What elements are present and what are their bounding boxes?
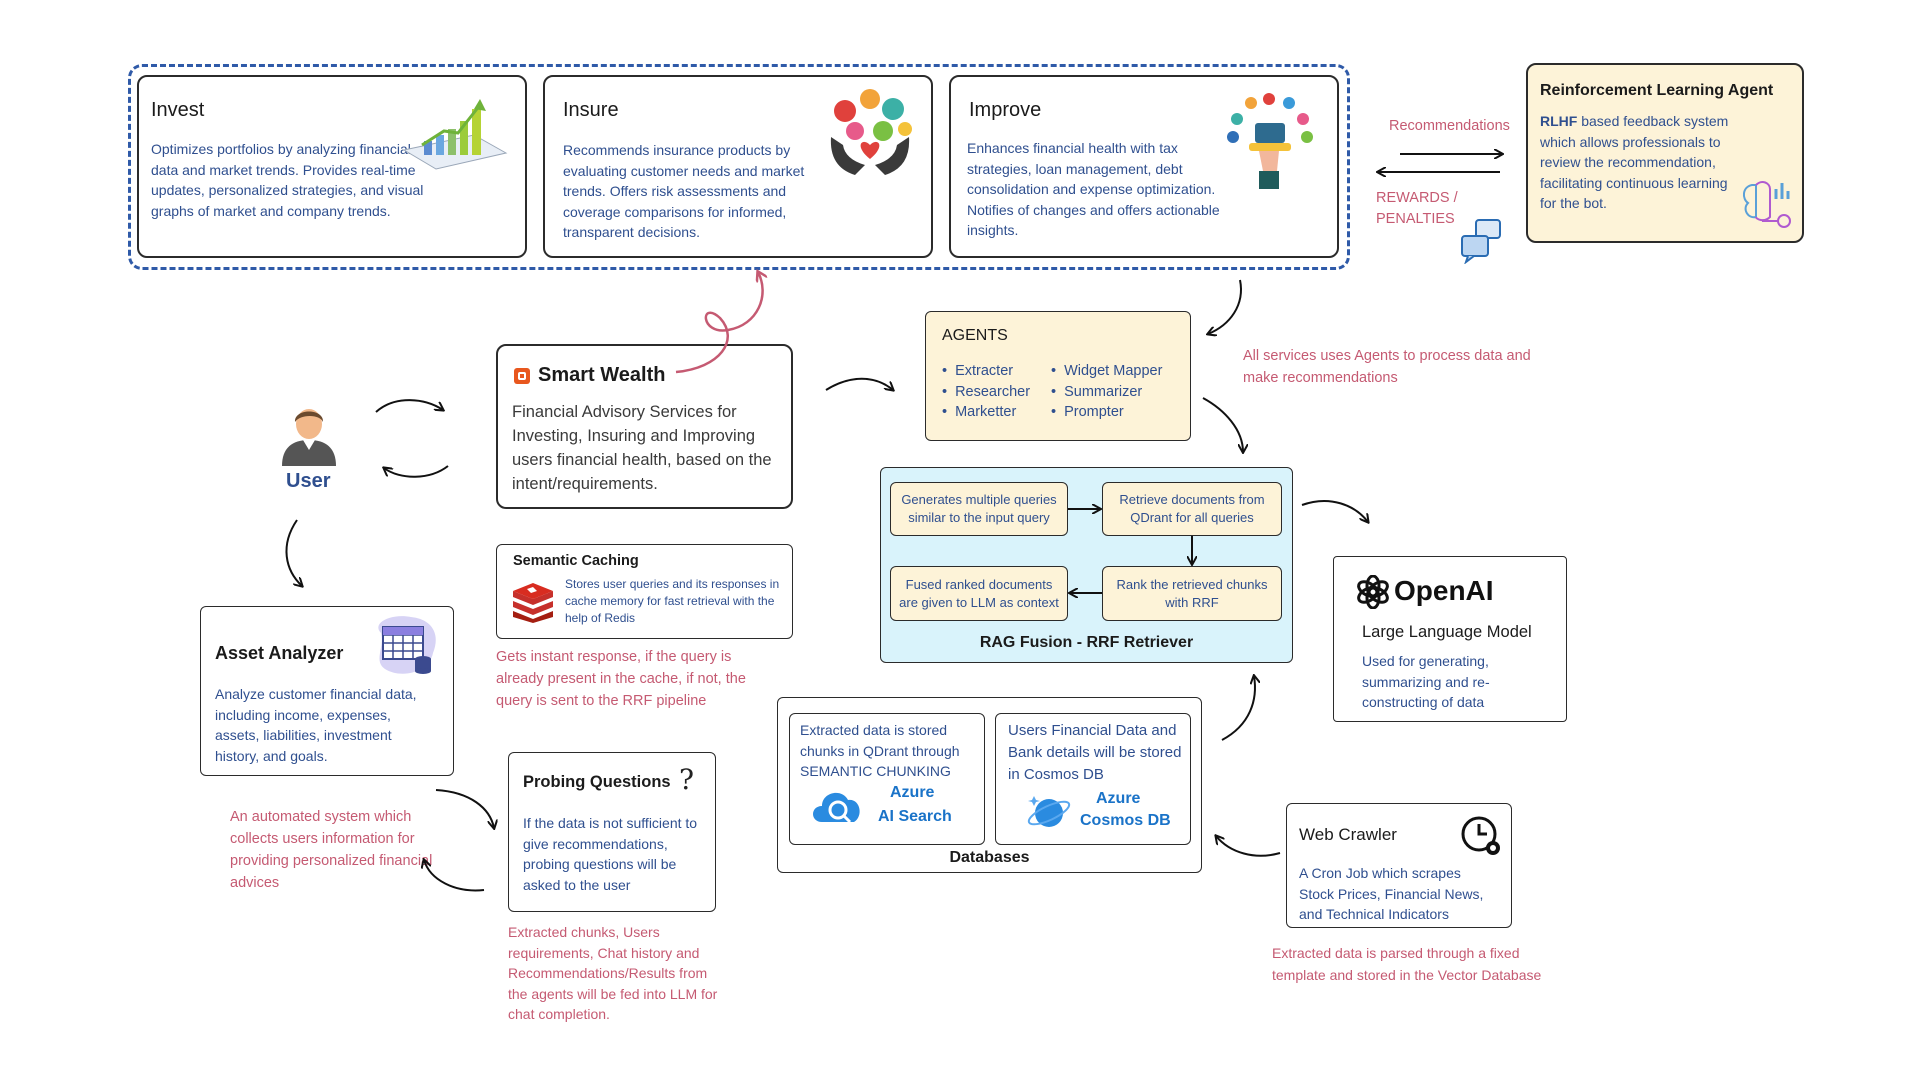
semantic-caching-card: Semantic Caching Stores user queries and… xyxy=(496,544,793,639)
asset-analyzer-title: Asset Analyzer xyxy=(215,643,344,663)
agents-list-left: Extracter Researcher Marketter xyxy=(942,361,1030,423)
invest-card: Invest Optimizes portfolios by analyzing… xyxy=(137,75,527,258)
agent-item: Summarizer xyxy=(1051,382,1162,403)
rag-step-retrieve-documents: Retrieve documents from QDrant for all q… xyxy=(1102,482,1282,536)
semantic-caching-note: Gets instant response, if the query is a… xyxy=(496,649,746,709)
cosmos-db-card: Users Financial Data and Bank details wi… xyxy=(995,713,1191,845)
insure-card: Insure Recommends insurance products by … xyxy=(543,75,933,258)
services-group xyxy=(128,64,1350,270)
qdrant-azure-search-card: Extracted data is stored chunks in QDran… xyxy=(789,713,985,845)
growth-chart-icon xyxy=(402,99,508,170)
agents-title: AGENTS xyxy=(942,327,1008,344)
databases-title: Databases xyxy=(949,849,1030,866)
arrow-databases-to-rag xyxy=(1221,676,1255,741)
clock-gear-icon xyxy=(1461,816,1500,855)
rl-agent-description: RLHF based feedback system which allows … xyxy=(1540,111,1740,214)
redis-logo-icon xyxy=(513,583,553,623)
user-avatar-icon xyxy=(282,409,336,466)
insurance-hands-icon xyxy=(830,89,912,175)
invest-description: Optimizes portfolios by analyzing financ… xyxy=(151,141,424,219)
arrow-asset-to-probing xyxy=(435,789,494,828)
rl-agent-title: Reinforcement Learning Agent xyxy=(1540,82,1774,99)
brain-analytics-icon xyxy=(1742,181,1791,228)
web-crawler-note: Extracted data is parsed through a fixed… xyxy=(1272,945,1542,983)
asset-analyzer-note: An automated system which collects users… xyxy=(230,809,433,891)
agent-item: Widget Mapper xyxy=(1051,361,1162,382)
arrow-improve-to-agents xyxy=(1208,279,1242,334)
probing-questions-card: Probing Questions ? If the data is not s… xyxy=(508,752,716,912)
llm-description: Used for generating, summarizing and re-… xyxy=(1362,653,1490,710)
azure-search-label-2: AI Search xyxy=(878,808,952,825)
arrow-probing-to-asset-note xyxy=(424,860,485,892)
arrow-user-to-asset-analyzer xyxy=(285,519,302,586)
agent-item: Extracter xyxy=(942,361,1030,382)
asset-analyzer-card: Asset Analyzer Analyze customer financia… xyxy=(200,606,454,776)
recommendations-label: Recommendations xyxy=(1389,118,1510,134)
openai-card: OpenAI Large Language Model Used for gen… xyxy=(1333,556,1567,722)
probing-questions-description: If the data is not sufficient to give re… xyxy=(523,815,698,893)
question-mark-icon: ? xyxy=(679,763,695,796)
data-table-icon xyxy=(378,616,436,674)
rlhf-label: RLHF xyxy=(1540,113,1578,129)
azure-cosmos-label-1: Azure xyxy=(1096,790,1141,807)
smart-wealth-title: Smart Wealth xyxy=(538,364,666,386)
improve-title: Improve xyxy=(969,99,1042,121)
probing-questions-note: Extracted chunks, Users requirements, Ch… xyxy=(508,924,718,1022)
openai-logo-icon xyxy=(1357,575,1389,609)
insure-title: Insure xyxy=(563,99,619,121)
arrow-webcrawler-to-databases xyxy=(1216,836,1281,857)
web-crawler-title: Web Crawler xyxy=(1299,825,1397,844)
improve-card: Improve Enhances financial health with t… xyxy=(949,75,1339,258)
feedback-chat-icon xyxy=(1461,219,1501,264)
web-crawler-card: Web Crawler A Cron Job which scrapes Sto… xyxy=(1286,803,1512,928)
openai-brand: OpenAI xyxy=(1394,575,1494,606)
arrow-smart-wealth-to-user xyxy=(384,465,449,478)
smart-wealth-description: Financial Advisory Services for Investin… xyxy=(512,403,772,493)
agent-item: Researcher xyxy=(942,382,1030,403)
asset-analyzer-description: Analyze customer financial data, includi… xyxy=(215,686,417,764)
arrow-agents-to-rag xyxy=(1202,397,1243,452)
smart-wealth-card: Smart Wealth Financial Advisory Services… xyxy=(496,344,793,509)
agent-item: Prompter xyxy=(1051,402,1162,423)
rl-agent-text: based feedback system which allows profe… xyxy=(1540,113,1729,211)
agents-list-right: Widget Mapper Summarizer Prompter xyxy=(1051,361,1162,423)
semantic-caching-title: Semantic Caching xyxy=(513,553,639,569)
rag-step-generate-queries: Generates multiple queries similar to th… xyxy=(890,482,1068,536)
user-label: User xyxy=(286,470,331,492)
azure-search-icon xyxy=(813,792,860,824)
qdrant-description: Extracted data is stored chunks in QDran… xyxy=(800,722,960,779)
smart-wealth-logo-icon xyxy=(514,368,530,384)
rag-fusion-title: RAG Fusion - RRF Retriever xyxy=(979,634,1194,651)
loop-arrow-smart-wealth-to-services xyxy=(675,272,763,374)
probing-questions-title: Probing Questions xyxy=(523,773,671,791)
invest-title: Invest xyxy=(151,99,205,121)
web-crawler-description: A Cron Job which scrapes Stock Prices, F… xyxy=(1299,865,1484,922)
azure-cosmos-db-icon xyxy=(1027,796,1071,827)
rag-step-rank-rrf: Rank the retrieved chunks with RRF xyxy=(1102,566,1282,621)
improve-description: Enhances financial health with tax strat… xyxy=(967,140,1220,238)
azure-search-label-1: Azure xyxy=(890,784,935,801)
agents-note: All services uses Agents to process data… xyxy=(1243,348,1531,386)
insure-description: Recommends insurance products by evaluat… xyxy=(563,142,805,240)
rewards-label: REWARDS / PENALTIES xyxy=(1376,190,1458,227)
cosmos-description: Users Financial Data and Bank details wi… xyxy=(1008,722,1182,783)
rl-agent-card: Reinforcement Learning Agent RLHF based … xyxy=(1526,63,1804,243)
azure-cosmos-label-2: Cosmos DB xyxy=(1080,812,1171,829)
arrow-rag-to-openai xyxy=(1301,500,1368,522)
semantic-caching-description: Stores user queries and its responses in… xyxy=(565,577,780,625)
agent-item: Marketter xyxy=(942,402,1030,423)
arrow-user-to-smart-wealth xyxy=(375,399,443,413)
llm-title: Large Language Model xyxy=(1362,623,1532,641)
arrow-smart-wealth-to-agents xyxy=(825,377,893,390)
agents-card: AGENTS Extracter Researcher Marketter Wi… xyxy=(925,311,1191,441)
rag-step-fused-documents: Fused ranked documents are given to LLM … xyxy=(890,566,1068,621)
finance-icons-hand-icon xyxy=(1227,93,1313,189)
